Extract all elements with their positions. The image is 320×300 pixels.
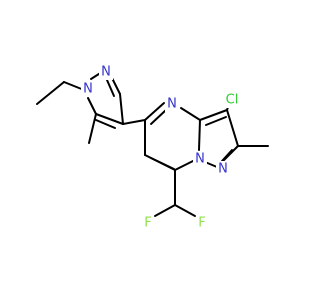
bond-npyr-c5prime-double (150, 109, 167, 125)
bond-c7-nbridge (174, 159, 196, 171)
molecule-structure: Cl N N N N N F F (36, 64, 269, 231)
atom-label-f-left: F (144, 216, 151, 231)
bond-c3a-npyr (180, 107, 201, 121)
bond-ch3-ch2 (36, 81, 65, 105)
atom-n-pz-bridge-bg (193, 151, 207, 167)
bond-c4-c5prime (122, 119, 146, 125)
atom-cl-bg (222, 92, 242, 108)
atom-n2-pyrazole: N (99, 64, 113, 80)
atom-n-pz-bridge: N (193, 151, 207, 167)
atom-f-left: F (142, 215, 154, 231)
atom-f-left-bg (142, 215, 154, 231)
bond-chf2-fright (174, 204, 196, 217)
atom-n1-ethyl-bg (81, 81, 95, 97)
atom-label-n-pyrimidine: N (167, 97, 177, 112)
bond-c5-n1 (87, 97, 97, 115)
bond-npyr-c5prime (144, 102, 165, 121)
bond-chf2-fleft (154, 204, 176, 217)
atom-label-n1-ethyl: N (83, 82, 93, 97)
atom-n1-ethyl: N (81, 81, 95, 97)
atom-n2-pyrazole-bg (99, 64, 113, 80)
atom-label-n-pz-bridge: N (195, 152, 205, 167)
atom-n-pz-ring-bg (216, 161, 230, 177)
bond-c3a-c3 (199, 109, 228, 121)
bond-c2-npz-double (221, 149, 233, 162)
atom-n-pyrimidine-bg (165, 96, 179, 112)
atom-label-n2-pyrazole: N (101, 65, 111, 80)
bond-c4-c5-double (95, 119, 116, 129)
atom-label-n-pz-ring: N (218, 162, 228, 177)
atom-label-cl: Cl (226, 93, 239, 108)
bond-c5-methyl (88, 113, 97, 144)
bond-c3-c4 (119, 93, 124, 125)
atom-labels: Cl N N N N N F F (81, 64, 242, 231)
atom-n-pyrimidine: N (165, 96, 179, 112)
bond-c6-c7-double (150, 157, 175, 170)
atom-label-f-right: F (198, 216, 205, 231)
bond-c3-c2 (226, 109, 239, 147)
atom-cl: Cl (222, 92, 242, 108)
bonds (36, 71, 269, 217)
bond-c4-c5 (95, 113, 124, 125)
bond-ch2-n1 (63, 81, 85, 91)
atom-n-pz-ring: N (216, 161, 230, 177)
bond-nbridge-c3a (198, 119, 201, 151)
atom-f-right: F (196, 215, 208, 231)
atom-f-right-bg (196, 215, 208, 231)
bond-c3a-c3-double (205, 116, 227, 126)
bond-n2-c3-double (106, 79, 115, 97)
